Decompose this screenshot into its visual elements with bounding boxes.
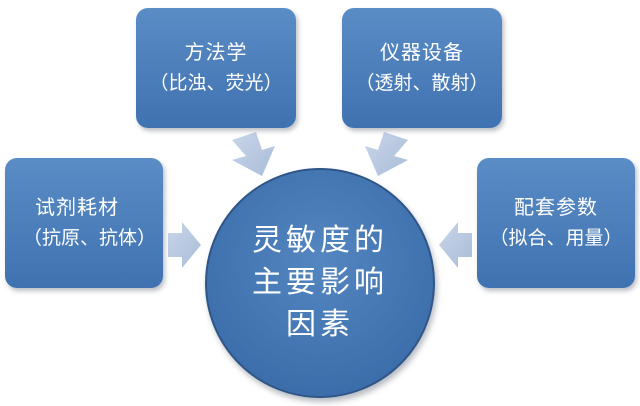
method-box: 方法学 （比浊、荧光） — [136, 8, 296, 128]
center-line-1: 灵敏度的 — [252, 223, 388, 258]
reagent-title: 试剂耗材 — [35, 195, 119, 219]
instrument-title: 仪器设备 — [380, 40, 464, 64]
method-subtitle: （比浊、荧光） — [149, 72, 283, 94]
center-line-3: 因素 — [286, 307, 354, 342]
instrument-box: 仪器设备 （透射、散射） — [342, 8, 502, 128]
instrument-subtitle: （透射、散射） — [355, 72, 489, 94]
parameters-box: 配套参数 （拟合、用量） — [477, 158, 635, 288]
arrow-instrument-icon — [365, 132, 408, 176]
method-title: 方法学 — [184, 40, 248, 64]
parameters-title: 配套参数 — [514, 195, 598, 219]
reagent-subtitle: （抗原、抗体） — [23, 227, 157, 249]
parameters-subtitle: （拟合、用量） — [489, 227, 623, 249]
arrow-method-icon — [232, 132, 275, 176]
arrow-parameters-icon — [439, 222, 472, 268]
center-circle: 灵敏度的 主要影响 因素 — [205, 168, 435, 398]
arrow-reagent-icon — [168, 222, 201, 268]
center-line-2: 主要影响 — [252, 265, 388, 300]
reagent-box: 试剂耗材 （抗原、抗体） — [5, 158, 163, 288]
